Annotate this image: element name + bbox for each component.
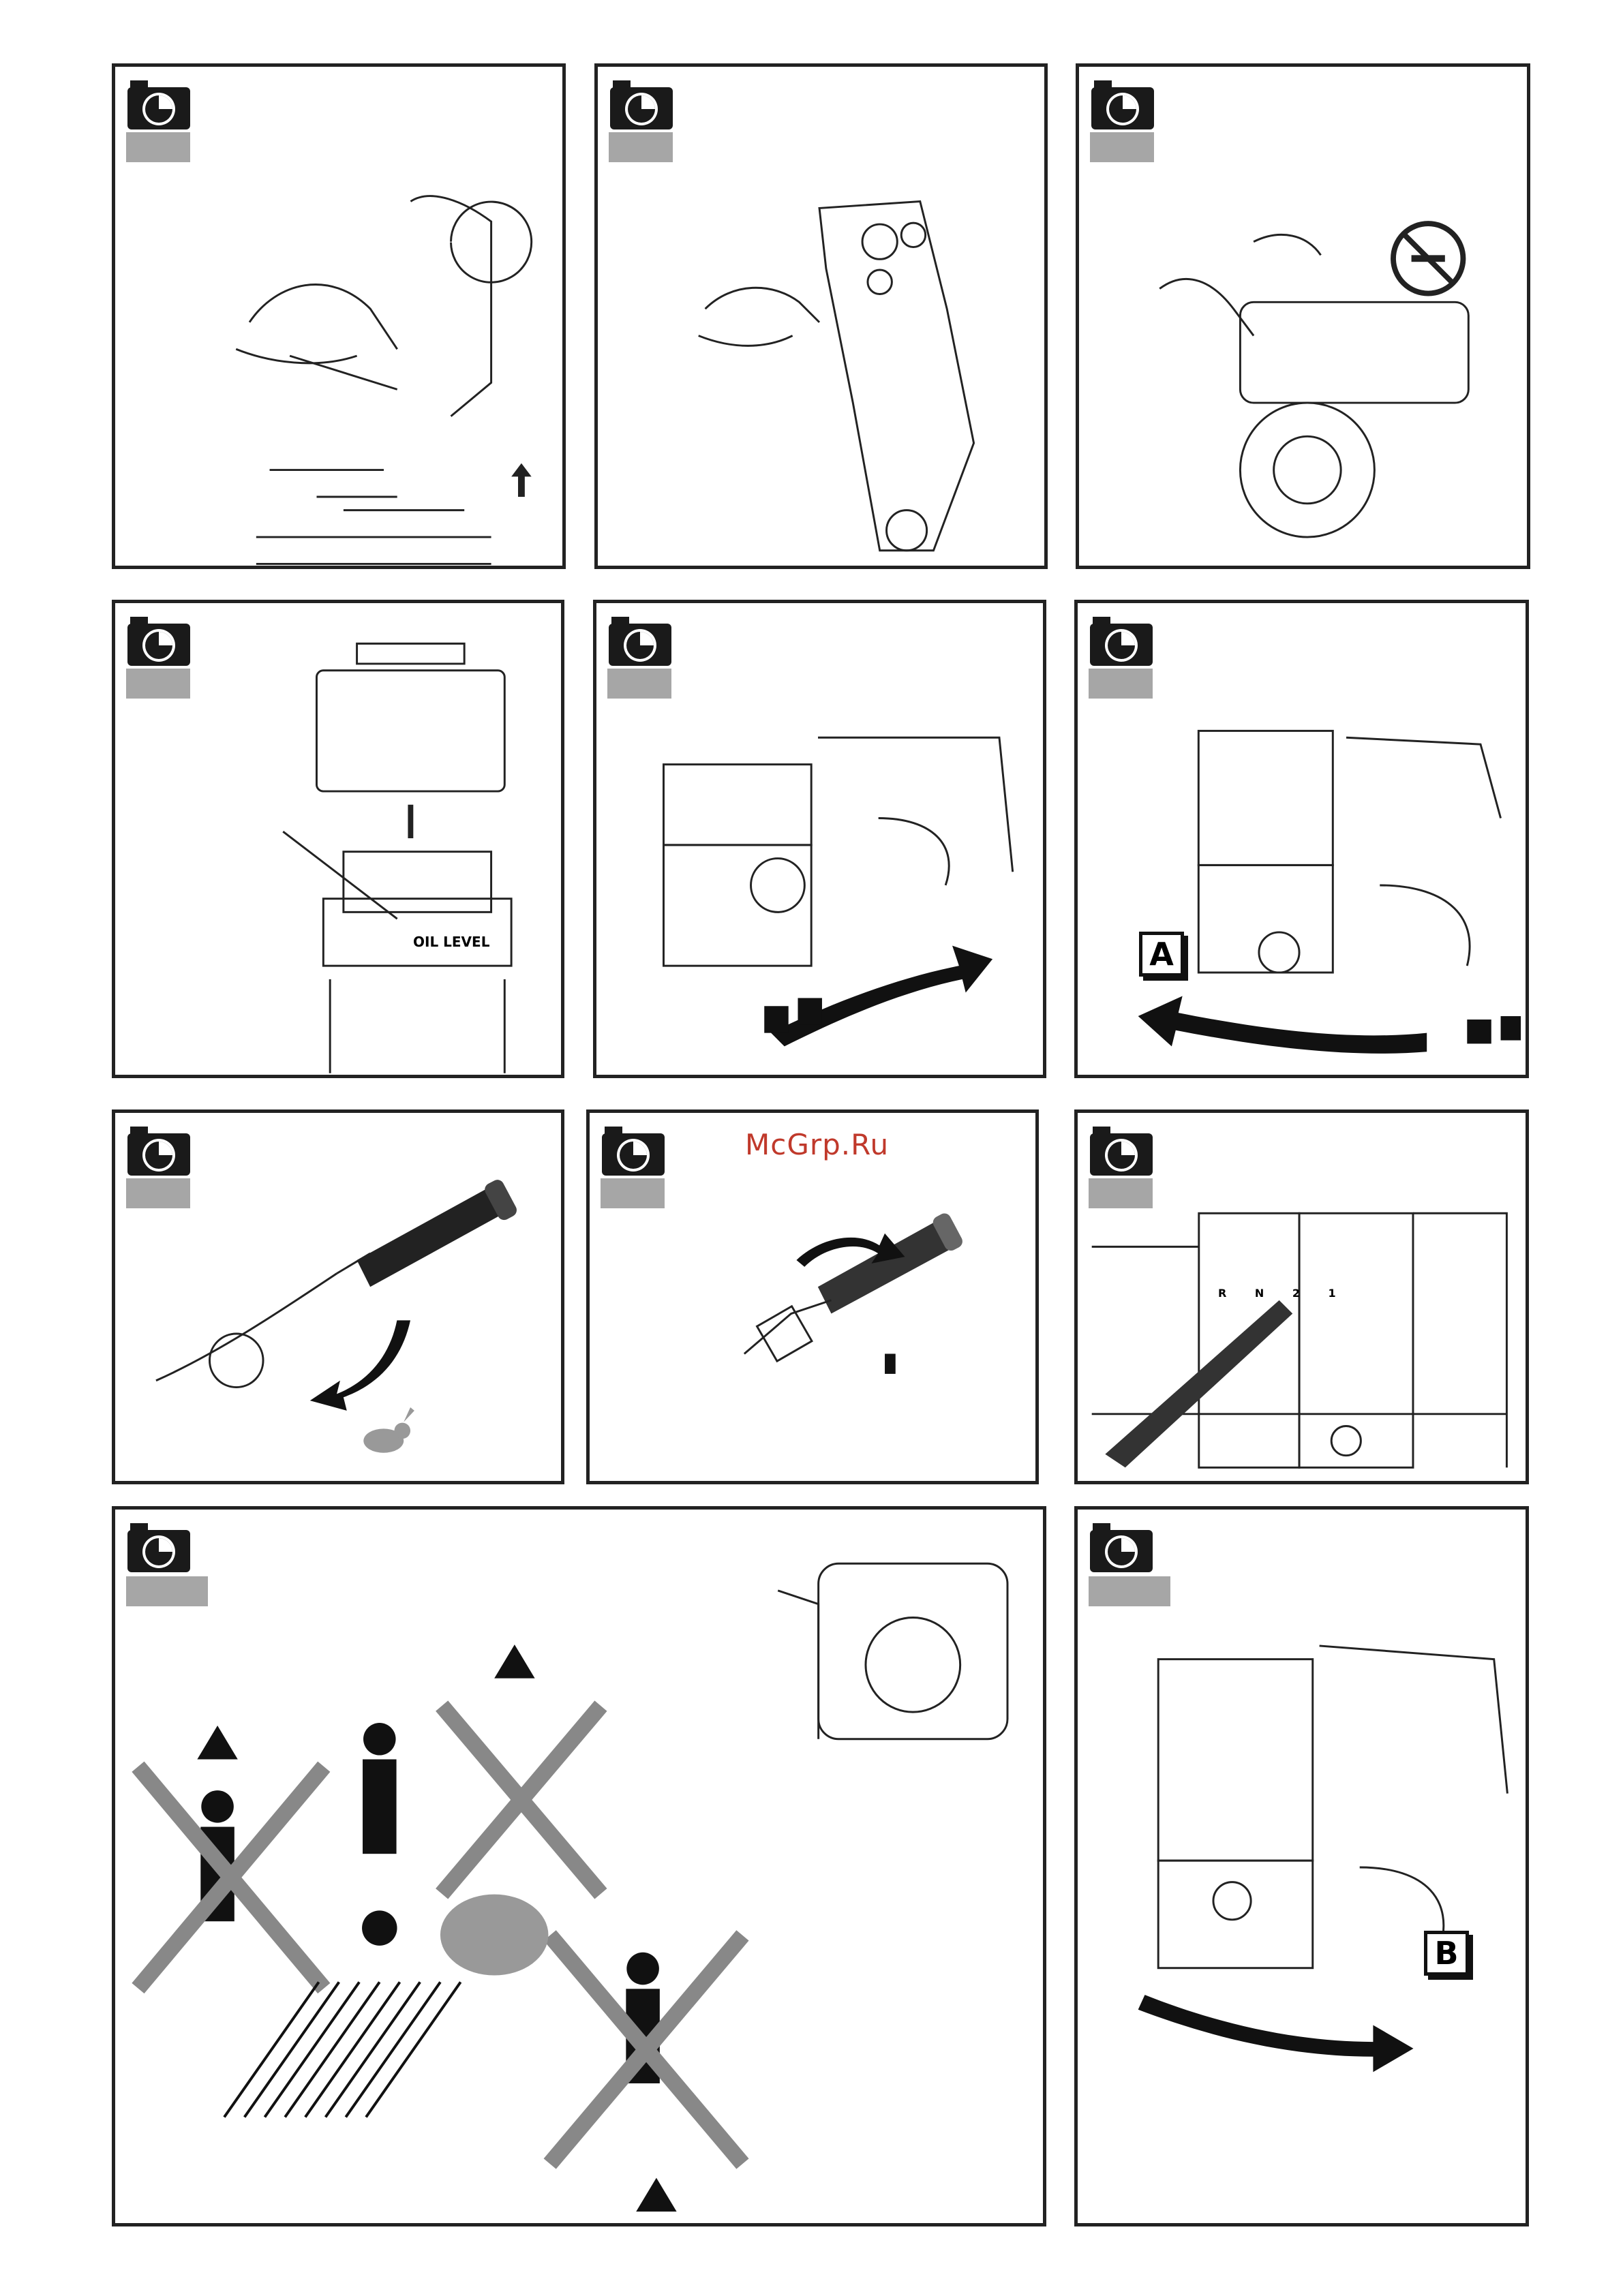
panel-6: A [1074, 600, 1529, 1078]
choke-lever-illustration [1078, 603, 1526, 1075]
throttle-grip-close-illustration [590, 1113, 1035, 1481]
panel-10 [112, 1506, 1046, 2226]
watermark: McGrp.Ru [745, 1128, 889, 1161]
air-filter-illustration [115, 603, 561, 1075]
panel-5 [593, 600, 1046, 1078]
panel-2 [594, 63, 1048, 569]
panel-8: McGrp.Ru [586, 1109, 1039, 1484]
safety-distance-illustration [115, 1510, 1043, 2223]
oil-level-label: OIL LEVEL [413, 934, 489, 950]
panel-3 [1076, 63, 1530, 569]
fuel-valve-open-illustration [596, 603, 1043, 1075]
panel-4: OIL LEVEL [112, 600, 564, 1078]
throttle-grip-illustration [115, 1113, 561, 1481]
panel-9: R N 2 1 [1074, 1109, 1529, 1484]
marker-a: A [1139, 932, 1184, 977]
panel-11: B [1074, 1506, 1529, 2226]
fuel-filling-illustration [1079, 67, 1527, 566]
gearbox-oil-illustration [598, 67, 1044, 566]
panel-1 [112, 63, 566, 569]
marker-b: B [1424, 1931, 1469, 1976]
gear-positions-label: R N 2 1 [1218, 1287, 1348, 1300]
engine-recoil-illustration [778, 1563, 1007, 1739]
panel-7 [112, 1109, 564, 1484]
no-smoking-icon [1393, 224, 1463, 293]
hare-icon [363, 1407, 414, 1453]
fuel-valve-close-illustration [1078, 1510, 1526, 2223]
oil-dipstick-illustration [115, 67, 562, 566]
